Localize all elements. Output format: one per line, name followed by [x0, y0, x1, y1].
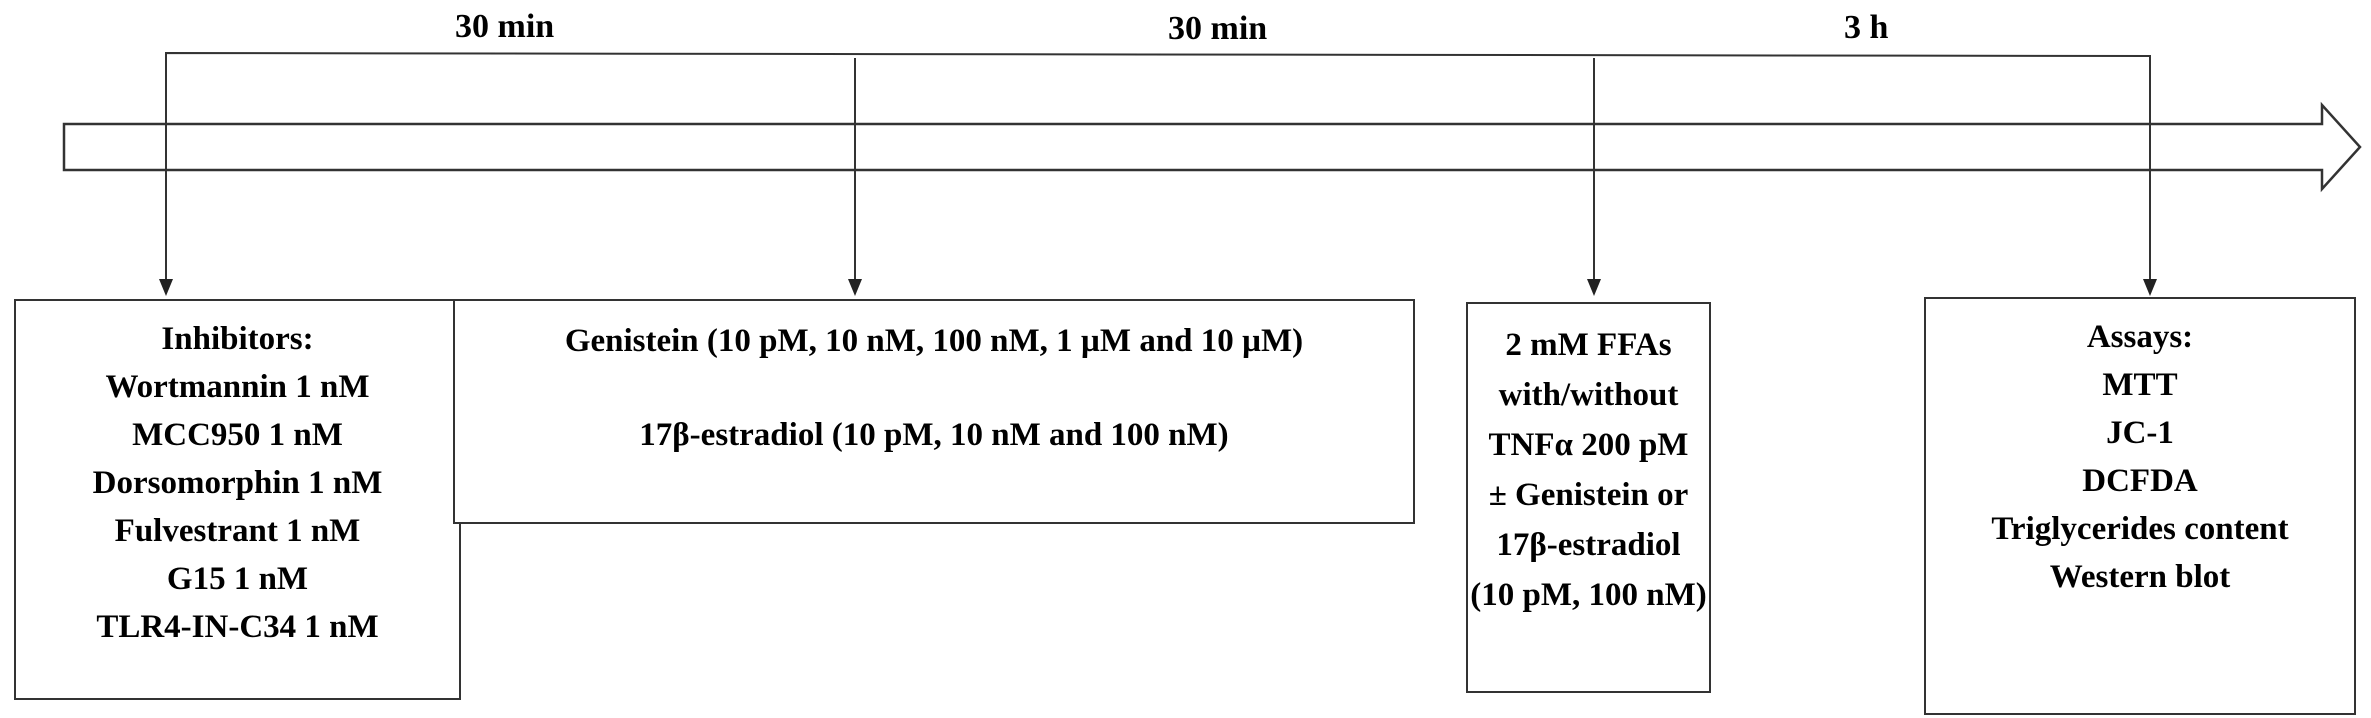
inhibitor-item: TLR4-IN-C34 1 nM: [96, 609, 379, 645]
ffa-line: 2 mM FFAs: [1505, 327, 1672, 363]
assays-box: Assays: MTT JC-1 DCFDA Triglycerides con…: [1924, 297, 2356, 715]
timeline-bracket-line: [165, 51, 2151, 283]
estradiol-line: 17β-estradiol (10 pM, 10 nM and 100 nM): [639, 417, 1229, 453]
treatment-box: Genistein (10 pM, 10 nM, 100 nM, 1 µM an…: [453, 299, 1415, 524]
assay-item: Western blot: [2049, 559, 2231, 595]
timeline-arrow: [62, 101, 2362, 193]
genistein-line: Genistein (10 pM, 10 nM, 100 nM, 1 µM an…: [564, 323, 1304, 359]
ffa-line: with/without: [1498, 377, 1679, 413]
duration-label-2: 30 min: [1168, 10, 1268, 47]
inhibitor-item: MCC950 1 nM: [132, 417, 343, 453]
ffa-box: 2 mM FFAs with/without TNFα 200 pM ± Gen…: [1466, 302, 1711, 693]
assay-item: Triglycerides content: [1991, 511, 2289, 547]
inhibitors-box: Inhibitors: Wortmannin 1 nM MCC950 1 nM …: [14, 299, 461, 700]
assay-item: DCFDA: [2082, 463, 2198, 499]
arrowhead-assays: [2143, 279, 2157, 296]
assay-item: JC-1: [2106, 415, 2174, 451]
inhibitor-item: Dorsomorphin 1 nM: [92, 465, 383, 501]
inhibitors-heading: Inhibitors:: [161, 321, 314, 357]
ffa-line: ± Genistein or: [1488, 477, 1689, 513]
assay-item: MTT: [2102, 367, 2178, 403]
assays-heading: Assays:: [2086, 319, 2194, 355]
ffa-line: (10 pM, 100 nM): [1470, 577, 1707, 613]
arrowhead-treatment: [848, 279, 862, 296]
inhibitor-item: G15 1 nM: [166, 561, 309, 597]
ffa-line: TNFα 200 pM: [1488, 427, 1689, 463]
inhibitor-item: Wortmannin 1 nM: [105, 369, 370, 405]
inhibitor-item: Fulvestrant 1 nM: [114, 513, 361, 549]
duration-label-3: 3 h: [1844, 9, 1889, 46]
arrowhead-ffa: [1587, 279, 1601, 296]
arrowhead-inhibitors: [159, 279, 173, 296]
ffa-line: 17β-estradiol: [1496, 527, 1681, 563]
duration-label-1: 30 min: [455, 8, 555, 45]
